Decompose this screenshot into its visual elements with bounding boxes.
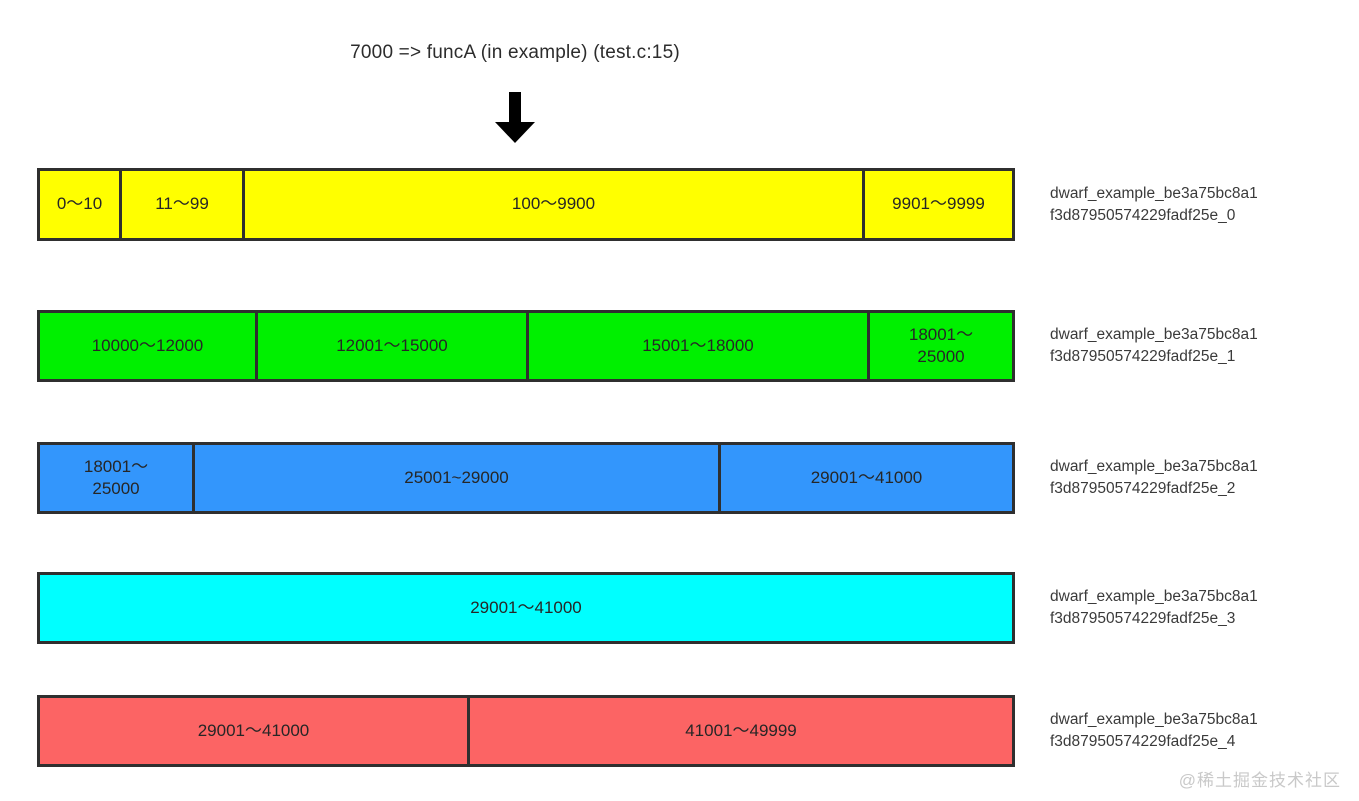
row-label-4: dwarf_example_be3a75bc8a1 f3d87950574229…: [1050, 711, 1258, 751]
memory-range-cell[interactable]: 29001～41000: [40, 698, 470, 764]
memory-range-cell[interactable]: 10000～12000: [40, 313, 258, 379]
memory-range-cell[interactable]: 15001～18000: [529, 313, 870, 379]
caption-area: 7000 => funcA (in example) (test.c:15): [0, 42, 1030, 64]
memory-range-cell[interactable]: 29001～41000: [721, 445, 1012, 511]
arrow-area: [0, 92, 1030, 144]
row-label-0: dwarf_example_be3a75bc8a1 f3d87950574229…: [1050, 185, 1258, 225]
memory-range-cell[interactable]: 41001～49999: [470, 698, 1012, 764]
memory-range-cell[interactable]: 25001~29000: [195, 445, 721, 511]
arrow-down-icon: [495, 92, 535, 143]
caption-text: 7000 => funcA (in example) (test.c:15): [350, 42, 680, 63]
memory-range-cell[interactable]: 9901～9999: [865, 171, 1012, 238]
memory-range-cell[interactable]: 18001～ 25000: [40, 445, 195, 511]
memory-range-cell[interactable]: 0～10: [40, 171, 122, 238]
memory-band-row-3: 29001～41000: [37, 572, 1015, 644]
memory-range-cell[interactable]: 11～99: [122, 171, 245, 238]
watermark: @稀土掘金技术社区: [1178, 771, 1341, 790]
memory-range-cell[interactable]: 100～9900: [245, 171, 865, 238]
memory-range-cell[interactable]: 29001～41000: [40, 575, 1012, 641]
row-label-1: dwarf_example_be3a75bc8a1 f3d87950574229…: [1050, 326, 1258, 366]
row-label-2: dwarf_example_be3a75bc8a1 f3d87950574229…: [1050, 458, 1258, 498]
memory-range-cell[interactable]: 18001～ 25000: [870, 313, 1012, 379]
memory-range-cell[interactable]: 12001～15000: [258, 313, 529, 379]
row-label-3: dwarf_example_be3a75bc8a1 f3d87950574229…: [1050, 588, 1258, 628]
